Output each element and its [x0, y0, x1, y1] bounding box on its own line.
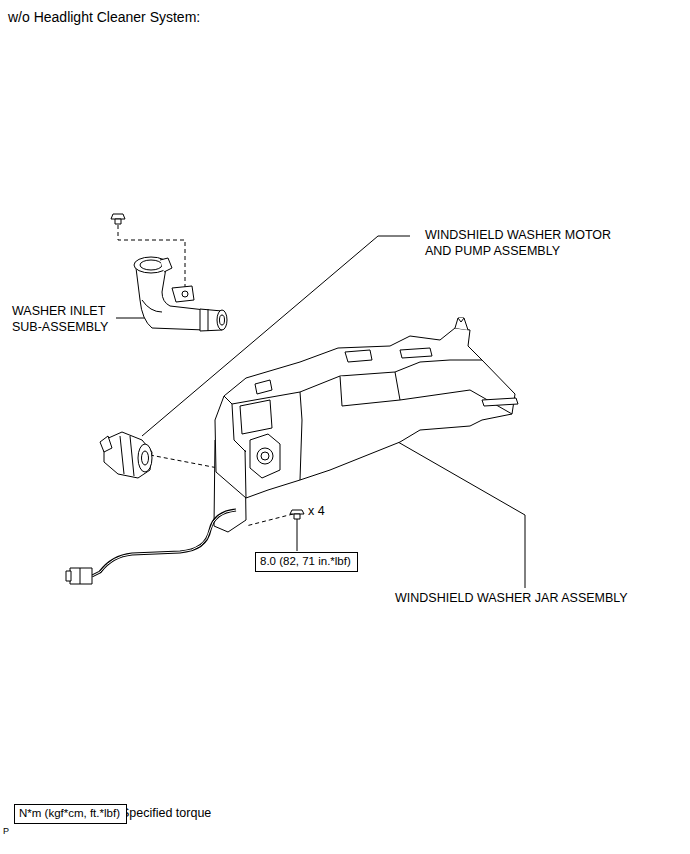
- leader-line: [297, 519, 298, 551]
- part-name: WINDSHIELD WASHER MOTOR AND PUMP ASSEMBL…: [425, 228, 630, 259]
- part-name: WASHER INLET SUB-ASSEMBLY: [12, 304, 118, 335]
- washer-pump: [100, 432, 152, 478]
- leader-line: [398, 442, 525, 588]
- wire-harness: [92, 510, 236, 576]
- assembly-line: [246, 514, 293, 526]
- bolt: [290, 510, 304, 519]
- part-name: WINDSHIELD WASHER JAR ASSEMBLY: [395, 591, 628, 607]
- washer-inlet: [134, 257, 227, 331]
- wire-harness: [92, 510, 236, 576]
- quantity: x 4: [308, 504, 325, 520]
- heading: w/o Headlight Cleaner System:: [8, 9, 200, 27]
- screw: [111, 214, 125, 224]
- page-mark: P: [3, 826, 9, 837]
- legend-text: : Specified torque: [114, 806, 211, 822]
- legend-box: N*m (kgf*cm, ft.*lbf): [14, 804, 127, 824]
- torque-value: 8.0 (82, 71 in.*lbf): [260, 555, 353, 569]
- washer-jar: [214, 318, 518, 532]
- connector: [66, 568, 92, 584]
- assembly-line: [150, 455, 218, 468]
- torque-box: 8.0 (82, 71 in.*lbf): [255, 552, 358, 572]
- torque-value: N*m (kgf*cm, ft.*lbf): [19, 807, 122, 821]
